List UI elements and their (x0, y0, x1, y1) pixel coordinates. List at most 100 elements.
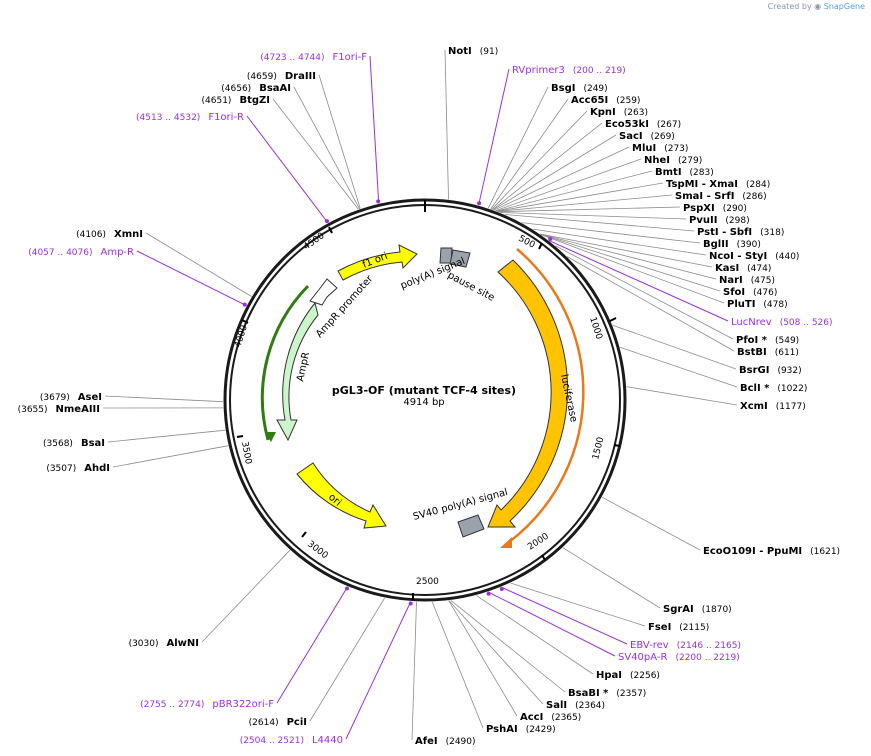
primer-label-amp-r[interactable]: (4057 .. 4076)Amp-R (28, 247, 134, 258)
luciferase-arrow[interactable] (487, 259, 569, 528)
enzyme-leader-saci (492, 134, 617, 211)
primer-label-sv40pa-r[interactable]: SV40pA-R(2200 .. 2219) (618, 652, 740, 663)
enzyme-leader-bsgi (487, 86, 549, 209)
enzyme-leader-hpai (476, 595, 594, 675)
enzyme-label-bsrgi[interactable]: BsrGI(932) (739, 365, 802, 376)
primer-label-f1ori-r[interactable]: (4513 .. 4532)F1ori-R (136, 112, 244, 123)
enzyme-label-asei[interactable]: (3679)AseI (40, 392, 102, 403)
primer-leader-f1ori-r (246, 115, 329, 224)
enzyme-label-pluti[interactable]: PluTI(478) (727, 299, 788, 310)
primer-leader-rvprimer3 (478, 68, 510, 206)
enzyme-label-bglii[interactable]: BglII(390) (703, 239, 761, 250)
primer-label-ebv-rev[interactable]: EBV-rev(2146 .. 2165) (630, 640, 741, 651)
primer-leader-l4440 (345, 601, 412, 740)
enzyme-leader-bmti (496, 170, 653, 212)
enzyme-label-kasi[interactable]: KasI(474) (715, 263, 771, 274)
tick-2000: 2000 (526, 532, 551, 553)
enzyme-label-bsabi[interactable]: BsaBI *(2357) (568, 688, 646, 699)
primer-label-pbr322ori-f[interactable]: (2755 .. 2774)pBR322ori-F (140, 699, 274, 710)
enzyme-leader-pluti (540, 234, 725, 304)
f1-ori-arrow[interactable] (337, 244, 418, 281)
enzyme-leader-ecoo109i-ppumi (601, 496, 701, 551)
primer-leader-f1ori-f (369, 55, 380, 204)
enzyme-label-nmeaiii[interactable]: (3655)NmeAIII (18, 404, 100, 415)
primer-leader-pbr322ori-f (276, 586, 349, 704)
ampr-promoter-label: AmpR promoter (314, 273, 376, 340)
enzyme-leader-bglii (521, 222, 701, 244)
tick-3000: 3000 (305, 539, 330, 561)
ampr-promoter-arrow[interactable] (309, 278, 338, 306)
enzyme-label-eco53ki[interactable]: Eco53kI(267) (605, 119, 681, 130)
enzyme-label-bmti[interactable]: BmtI(283) (655, 167, 714, 178)
enzyme-label-nari[interactable]: NarI(475) (719, 275, 775, 286)
pause-site-box[interactable] (449, 249, 471, 268)
primer-binding-mark-f1ori-f (376, 199, 381, 204)
enzyme-label-acc65i[interactable]: Acc65I(259) (571, 95, 640, 106)
enzyme-label-draiii[interactable]: (4659)DraIII (247, 71, 316, 82)
enzyme-label-ecoo109i-ppumi[interactable]: EcoO109I - PpuMI(1621) (703, 546, 840, 557)
enzyme-label-hpai[interactable]: HpaI(2256) (596, 670, 660, 681)
enzyme-label-pspxi[interactable]: PspXI(290) (683, 203, 747, 214)
enzyme-label-mlui[interactable]: MluI(273) (632, 143, 688, 154)
primer-label-lucnrev[interactable]: LucNrev(508 .. 526) (731, 317, 833, 328)
ampr-arrow[interactable] (276, 301, 319, 442)
primer-leader-lucnrev (548, 240, 729, 322)
ori-arrow[interactable] (296, 462, 387, 529)
enzyme-label-bsai[interactable]: (3568)BsaI (43, 438, 105, 449)
enzyme-label-btgzi[interactable]: (4651)BtgZI (202, 95, 270, 106)
enzyme-label-sfoi[interactable]: SfoI(476) (723, 287, 777, 298)
enzyme-label-alwni[interactable]: (3030)AlwNI (129, 638, 199, 649)
plasmid-name: pGL3-OF (mutant TCF-4 sites) (332, 384, 516, 397)
enzyme-label-pcii[interactable]: (2614)PciI (249, 717, 307, 728)
enzyme-leader-noti (444, 49, 449, 200)
enzyme-label-saci[interactable]: SacI(269) (619, 131, 675, 142)
primer-binding-mark-pbr322ori-f (345, 586, 349, 591)
sv40-polya-box[interactable] (457, 514, 485, 538)
enzyme-label-fsei[interactable]: FseI(2115) (648, 622, 709, 633)
enzyme-label-psti-sbfi[interactable]: PstI - SbfI(318) (697, 227, 784, 238)
enzyme-label-acci[interactable]: AccI(2365) (520, 712, 581, 723)
enzyme-leader-asei (104, 395, 224, 403)
primer-binding-mark-rvprimer3 (477, 201, 482, 206)
enzyme-label-kpni[interactable]: KpnI(263) (590, 107, 648, 118)
primer-label-f1ori-f[interactable]: (4723 .. 4744)F1ori-F (260, 52, 367, 63)
enzyme-label-nhei[interactable]: NheI(279) (644, 155, 702, 166)
enzyme-leader-kpni (491, 110, 588, 210)
primer-binding-mark-ebv-rev (499, 587, 504, 591)
enzyme-leader-sali (448, 600, 544, 705)
enzyme-label-sgrai[interactable]: SgrAI(1870) (663, 604, 732, 615)
enzyme-label-xmni[interactable]: (4106)XmnI (76, 229, 143, 240)
enzyme-label-bcli[interactable]: BclI *(1022) (740, 383, 807, 394)
enzyme-leader-draiii (318, 74, 361, 209)
enzyme-label-ahdi[interactable]: (3507)AhdI (46, 463, 110, 474)
enzyme-label-smai-srfi[interactable]: SmaI - SrfI(286) (675, 191, 767, 202)
enzyme-label-bsaai[interactable]: (4656)BsaAI (221, 83, 291, 94)
tick-mark-500 (538, 242, 543, 250)
enzyme-label-ncoi-styi[interactable]: NcoI - StyI(440) (709, 251, 799, 262)
f1-ori-label: f1 ori (361, 251, 389, 271)
primer-label-rvprimer3[interactable]: RVprimer3(200 .. 219) (512, 65, 626, 76)
enzyme-leader-pspxi (498, 206, 681, 213)
enzyme-leader-acc65i (490, 98, 569, 210)
enzyme-label-afei[interactable]: AfeI(2490) (415, 736, 476, 747)
primer-binding-mark-l4440 (408, 601, 413, 606)
luciferase-orf-arrowhead (500, 537, 512, 548)
primer-leader-ebv-rev (500, 586, 628, 645)
enzyme-leader-psti-sbfi (504, 214, 695, 232)
enzyme-label-pshai[interactable]: PshAI(2429) (486, 724, 556, 735)
primer-binding-mark-sv40pa-r (486, 591, 491, 596)
primer-label-l4440[interactable]: (2504 .. 2521)L4440 (240, 735, 343, 746)
enzyme-label-bsgi[interactable]: BsgI(249) (551, 83, 608, 94)
enzyme-leader-btgzi (272, 98, 359, 210)
enzyme-label-xcmi[interactable]: XcmI(1177) (740, 401, 806, 412)
credit-prefix: Created by (767, 2, 812, 11)
enzyme-label-noti[interactable]: NotI(91) (448, 46, 498, 57)
enzyme-label-bstbi[interactable]: BstBI(611) (737, 347, 799, 358)
enzyme-leader-pcii (309, 597, 386, 722)
enzyme-label-pvuii[interactable]: PvuII(298) (689, 215, 750, 226)
enzyme-label-pfoi[interactable]: PfoI *(549) (736, 335, 799, 346)
enzyme-label-tspmi-xmai[interactable]: TspMI - XmaI(284) (666, 179, 770, 190)
enzyme-label-sali[interactable]: SalI(2364) (546, 700, 605, 711)
tick-4000: 4000 (233, 324, 250, 349)
